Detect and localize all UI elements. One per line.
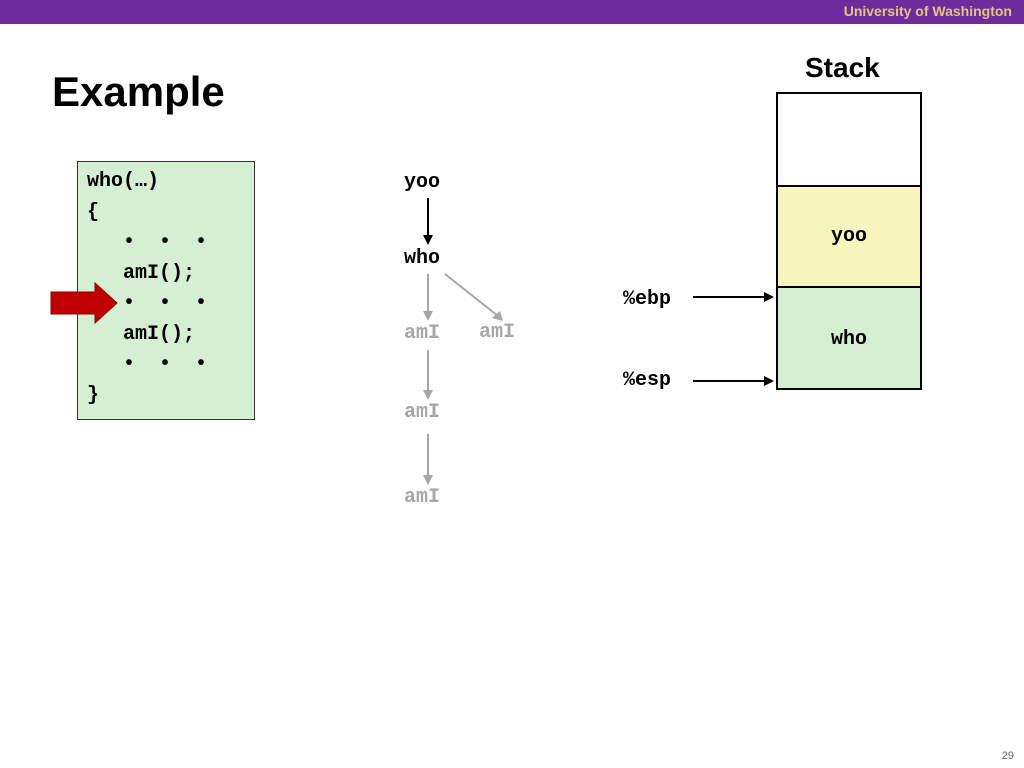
call-tree-root: yoo <box>404 171 441 194</box>
code-line: who(…) <box>87 170 160 193</box>
code-line: amI(); <box>87 323 196 346</box>
stack-frame-yoo: yoo <box>776 185 922 288</box>
call-tree-ami: amI <box>404 322 441 345</box>
call-tree-ami: amI <box>479 321 516 344</box>
call-tree-who: who <box>404 247 441 270</box>
header-banner: University of Washington <box>0 0 1024 24</box>
page-number: 29 <box>1001 750 1014 762</box>
code-line: • • • <box>87 292 208 315</box>
register-arrows <box>693 292 774 386</box>
stack-frame-label: yoo <box>830 225 867 248</box>
call-tree-ami: amI <box>404 401 441 424</box>
code-line: amI(); <box>87 262 196 285</box>
stack-frame-empty <box>776 92 922 187</box>
code-line: • • • <box>87 231 208 254</box>
call-tree-arrows <box>423 198 503 485</box>
register-ebp: %ebp <box>623 288 672 311</box>
stack-title: Stack <box>805 52 880 83</box>
code-block: who(…) { • • • amI(); • • • amI(); • • •… <box>77 161 255 420</box>
stack-frame-who: who <box>776 286 922 390</box>
organization-name: University of Washington <box>843 3 1012 19</box>
code-line: • • • <box>87 353 208 376</box>
call-tree-ami: amI <box>404 486 441 509</box>
register-esp: %esp <box>623 369 672 392</box>
code-line: } <box>87 384 100 407</box>
stack-frame-label: who <box>830 328 867 351</box>
current-line-arrow-icon <box>50 281 118 325</box>
slide-title: Example <box>52 68 225 115</box>
code-line: { <box>87 201 100 224</box>
